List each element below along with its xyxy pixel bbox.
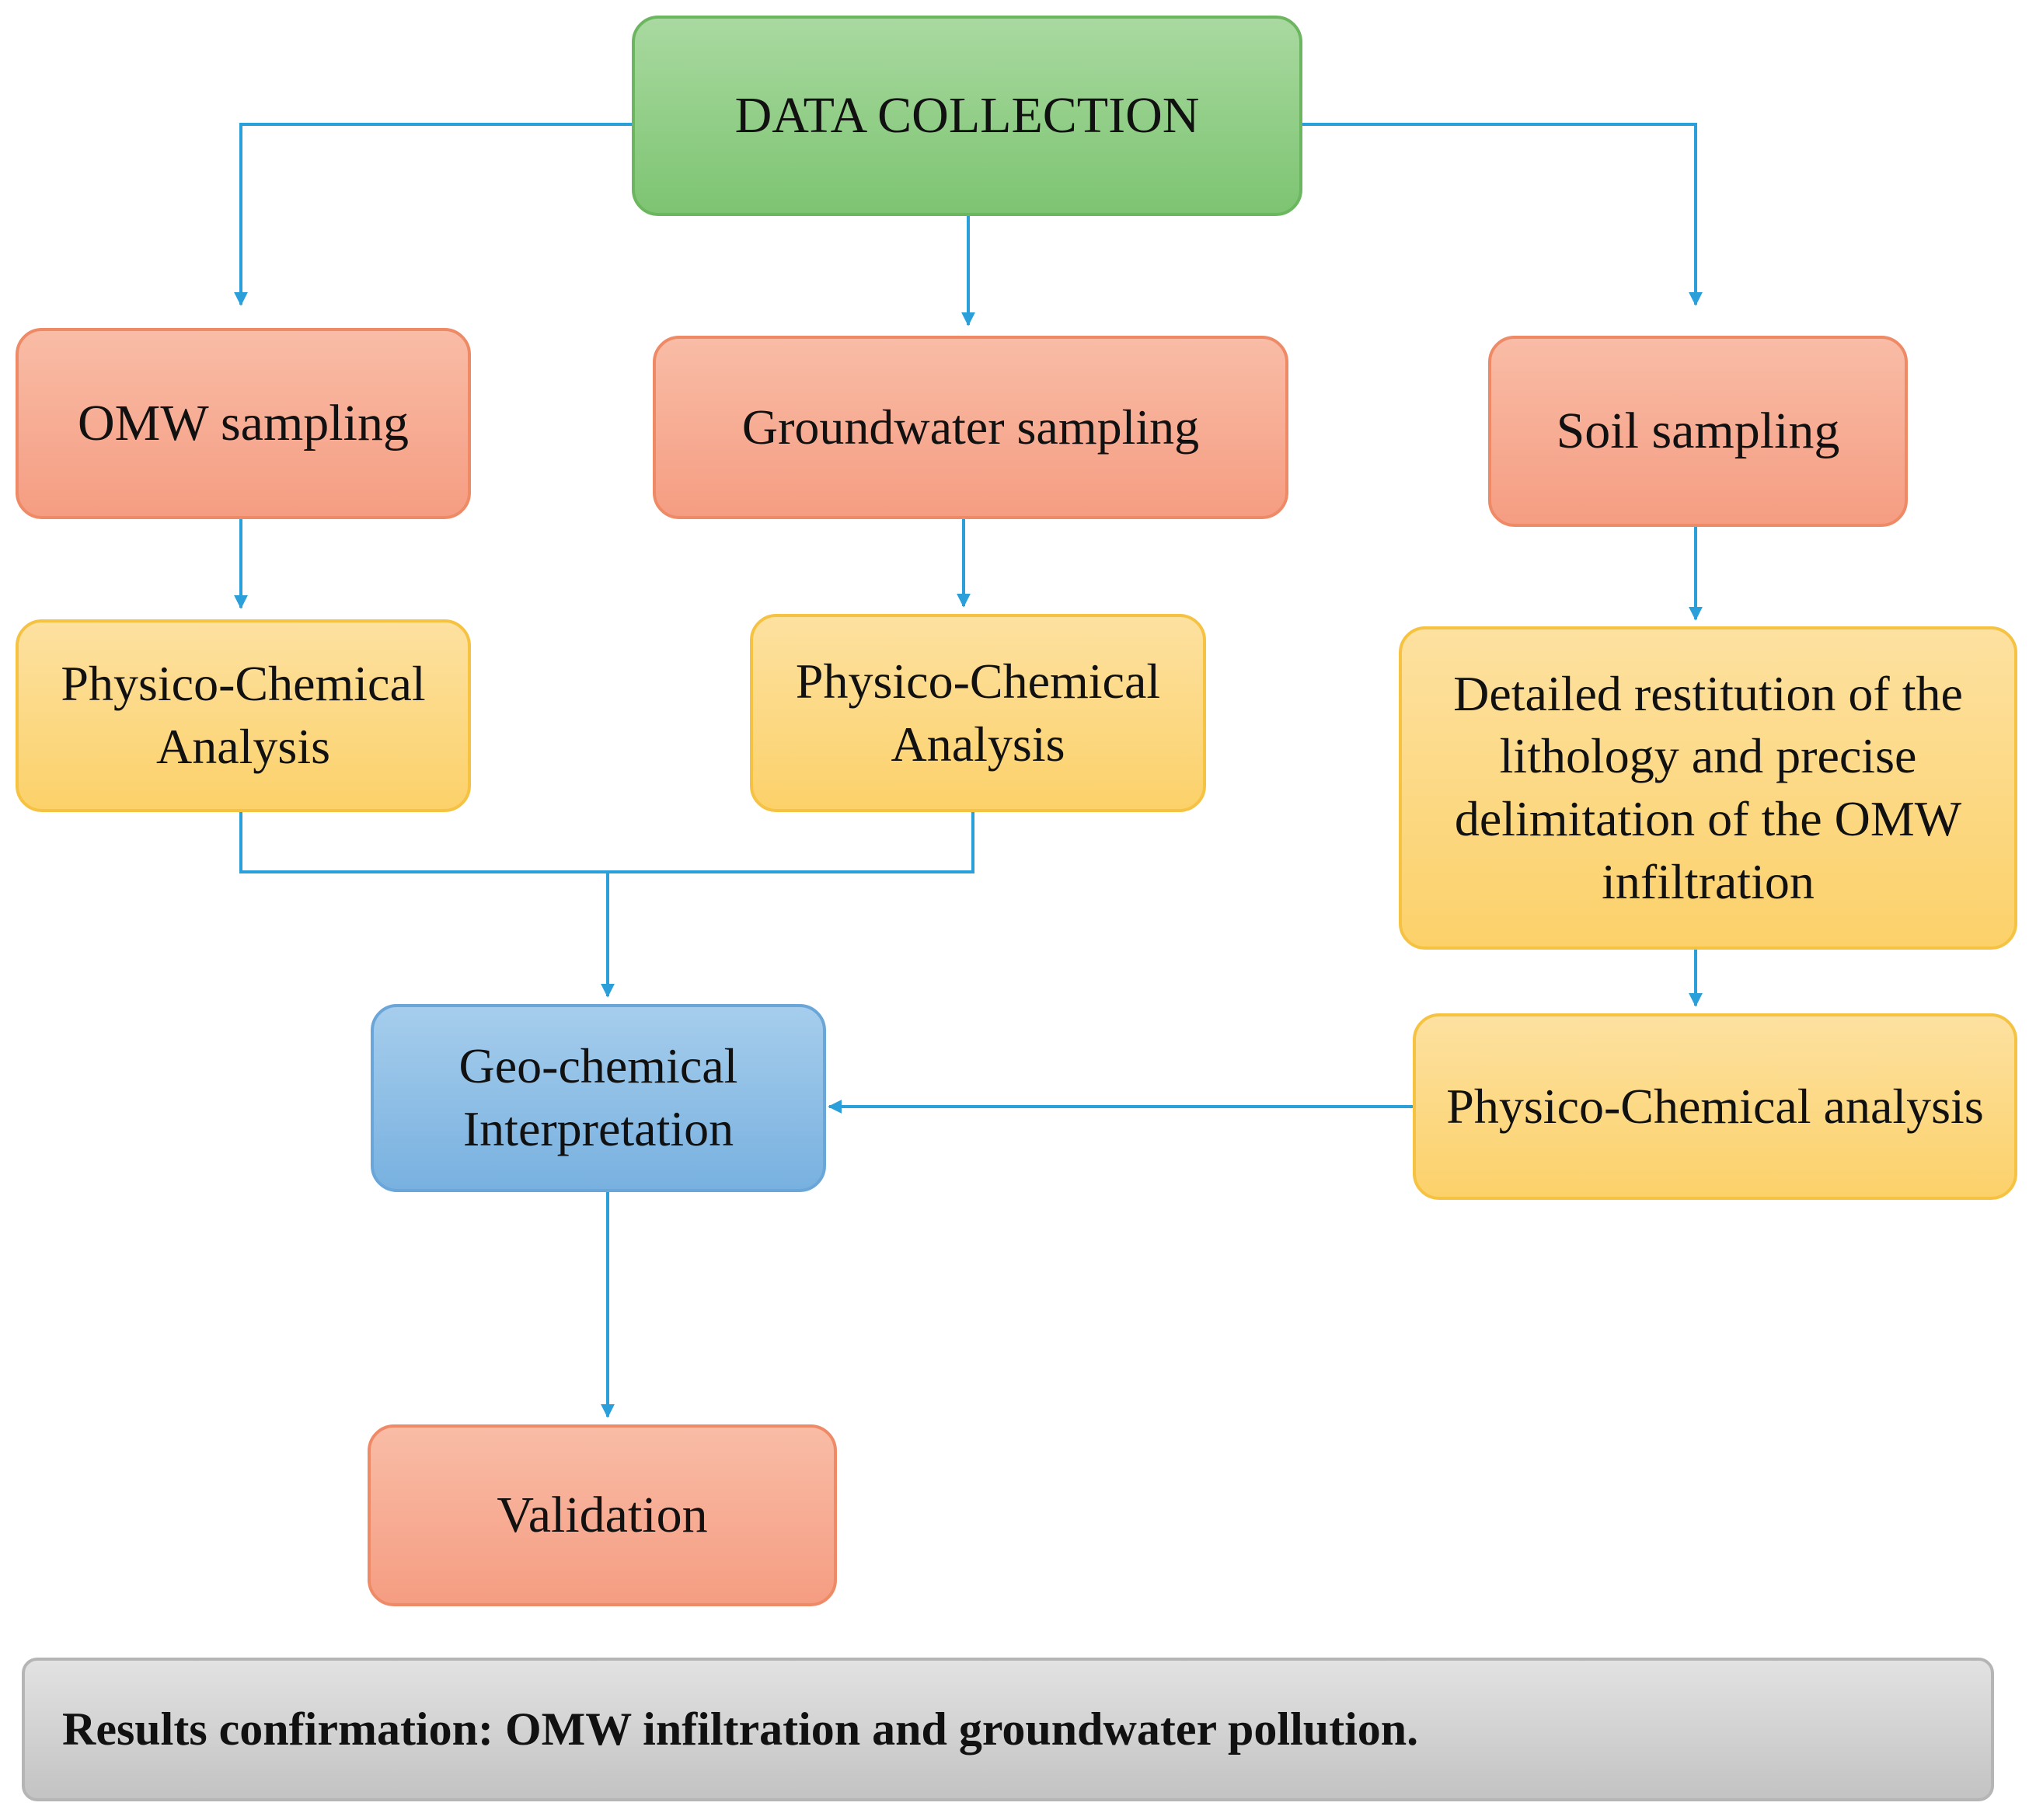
groundwater-analysis-node: Physico-Chemical Analysis (750, 614, 1206, 812)
lithology-restitution-node: Detailed restitution of the lithology an… (1399, 626, 2017, 950)
soil-analysis-node: Physico-Chemical analysis (1413, 1013, 2017, 1200)
data-collection-label: DATA COLLECTION (734, 87, 1200, 145)
validation-node: Validation (368, 1424, 837, 1606)
omw-sampling-label: OMW sampling (78, 395, 409, 452)
omw-analysis-label: Physico-Chemical Analysis (61, 656, 426, 774)
interpretation-label: Geo-chemical Interpretation (458, 1038, 738, 1156)
connector-analyses-merge (239, 812, 974, 873)
soil-analysis-label: Physico-Chemical analysis (1446, 1078, 1984, 1134)
data-collection-node: DATA COLLECTION (632, 16, 1302, 216)
results-label: Results confirmation: OMW infiltration a… (62, 1703, 1419, 1755)
omw-sampling-node: OMW sampling (16, 328, 471, 519)
soil-sampling-label: Soil sampling (1556, 403, 1840, 460)
groundwater-sampling-node: Groundwater sampling (653, 336, 1288, 519)
groundwater-sampling-label: Groundwater sampling (741, 399, 1200, 455)
arrow-collection-to-soil (1302, 123, 1703, 306)
validation-label: Validation (497, 1487, 708, 1544)
omw-analysis-node: Physico-Chemical Analysis (16, 619, 471, 812)
lithology-restitution-label: Detailed restitution of the lithology an… (1453, 665, 1963, 909)
soil-sampling-node: Soil sampling (1488, 336, 1908, 527)
results-banner: Results confirmation: OMW infiltration a… (22, 1658, 1994, 1801)
arrow-collection-to-omw (234, 123, 632, 306)
interpretation-node: Geo-chemical Interpretation (371, 1004, 826, 1192)
groundwater-analysis-label: Physico-Chemical Analysis (795, 653, 1161, 772)
